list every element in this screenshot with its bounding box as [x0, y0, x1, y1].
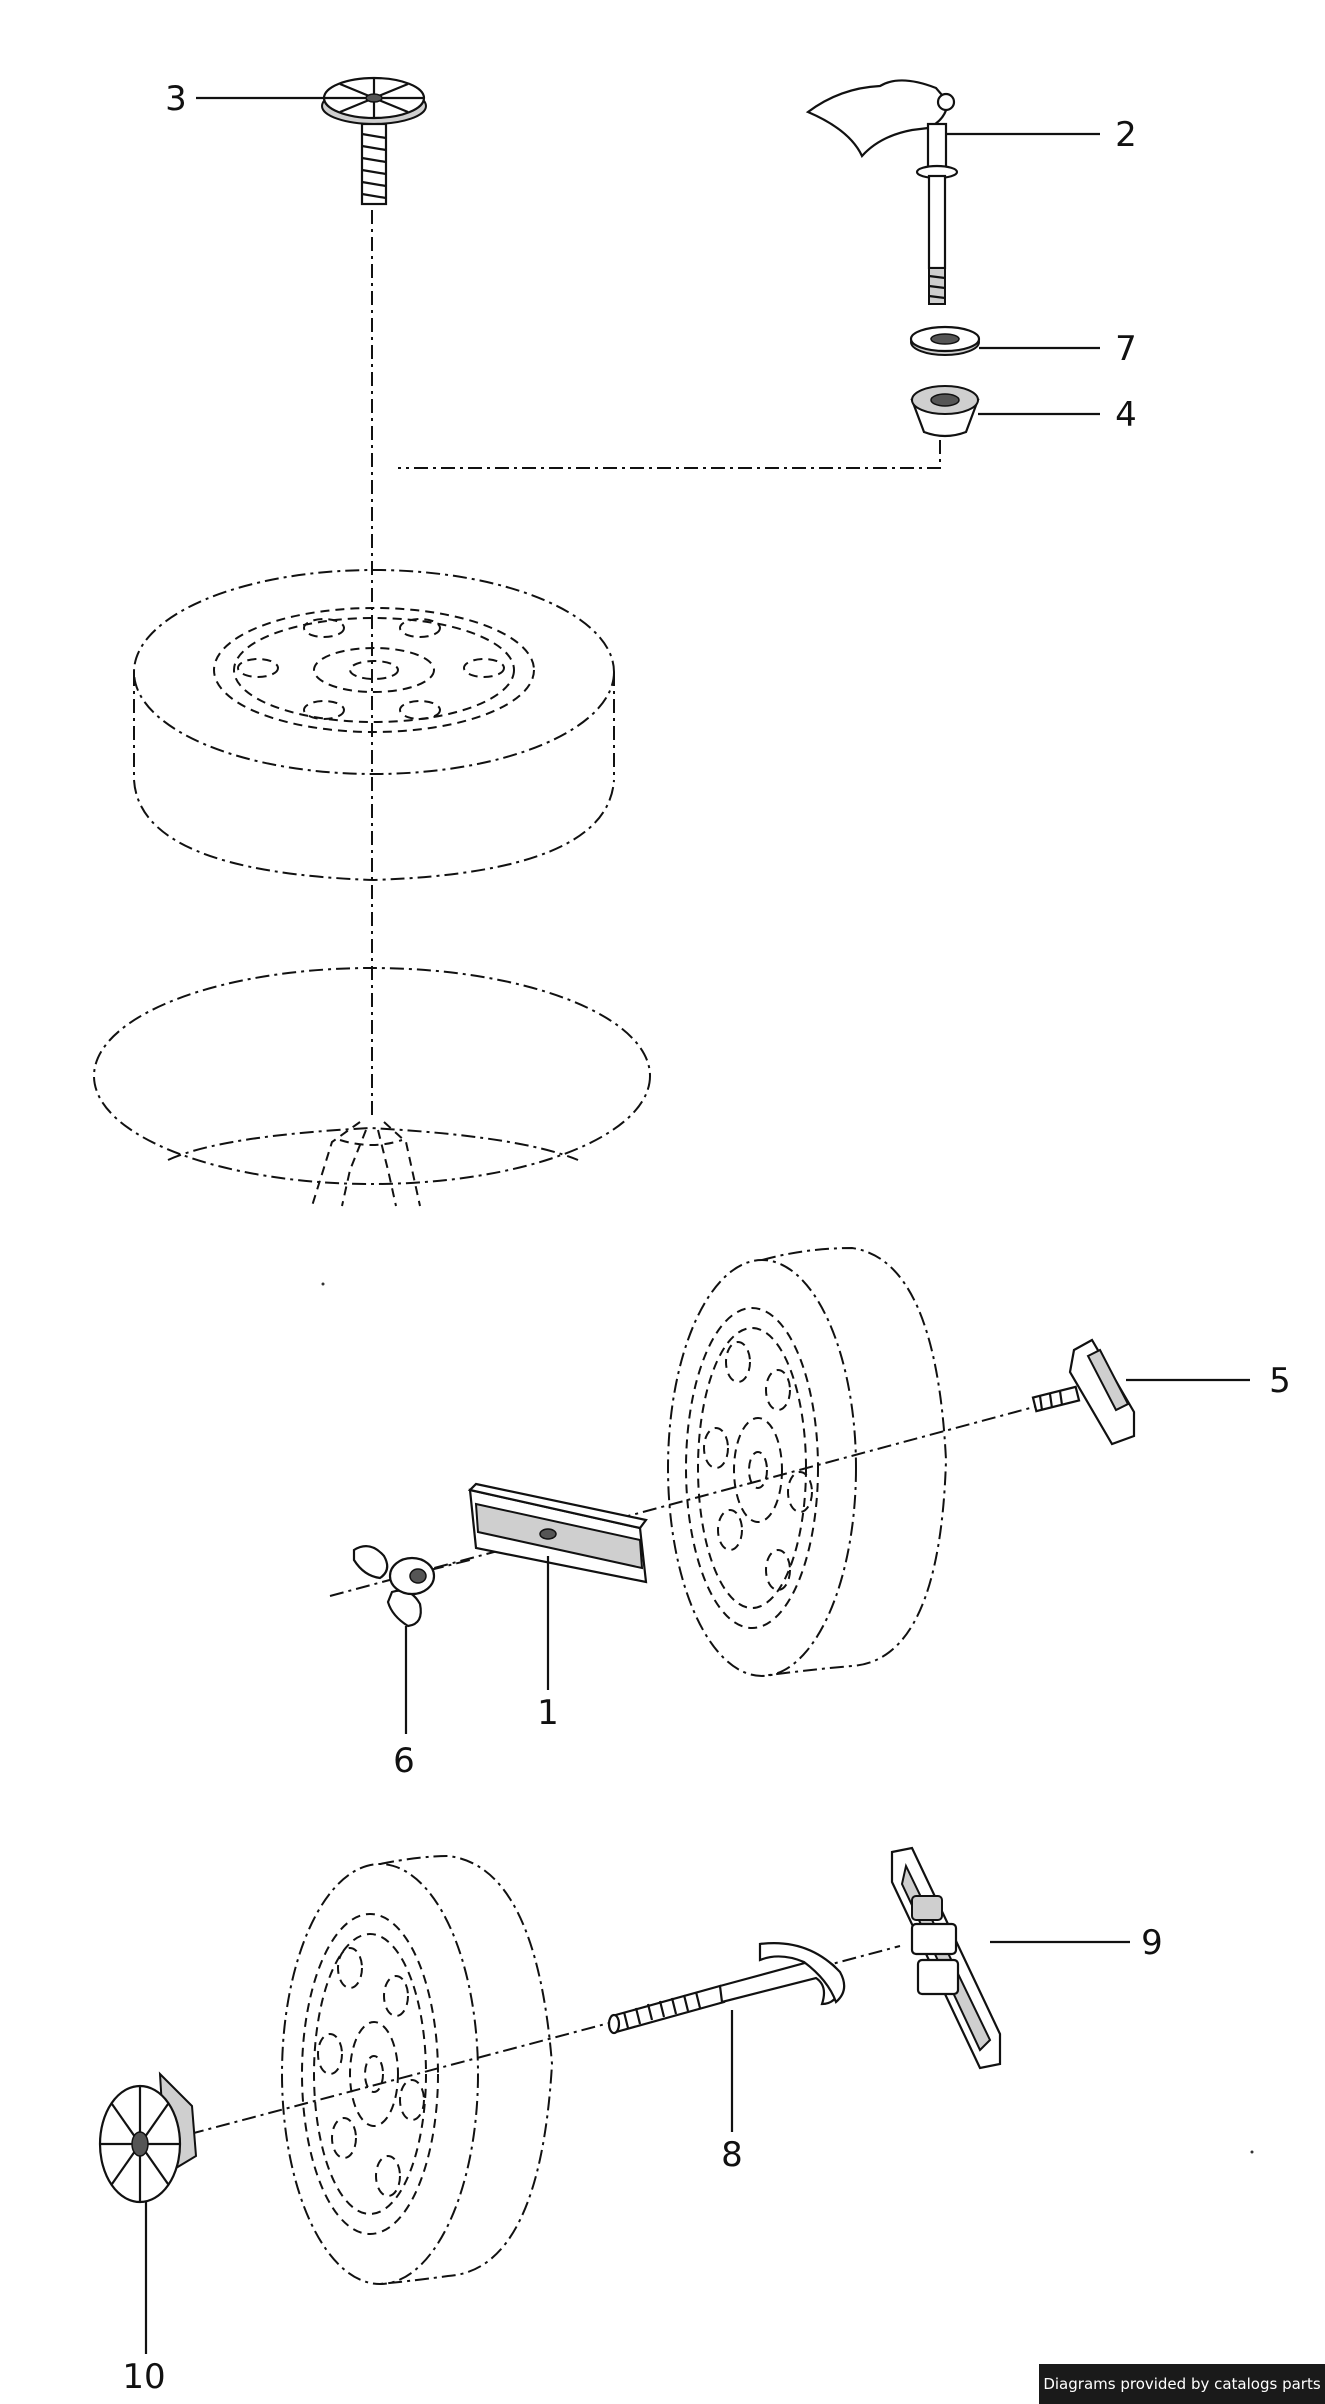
callout-2: 2 [1115, 115, 1137, 155]
part-2-wing-bolt [805, 79, 959, 305]
part-9-rail [890, 1846, 1002, 2070]
part-8-hook-bolt [607, 1942, 846, 2035]
callout-6: 6 [393, 1741, 415, 1781]
spare-wheel-horizontal [133, 569, 615, 882]
part-5-t-bolt [1031, 1338, 1136, 1446]
part-1-channel [467, 1482, 648, 1584]
spare-wheel-well [93, 967, 651, 1207]
spare-wheel-upright-bottom [281, 1854, 554, 2285]
part-3-knob [321, 76, 427, 206]
part-7-washer [909, 325, 981, 356]
callout-9: 9 [1141, 1923, 1163, 1963]
callout-5: 5 [1269, 1361, 1291, 1401]
part-4-cone-nut [910, 385, 980, 438]
spare-wheel-upright-middle [667, 1246, 948, 1677]
callout-1: 1 [537, 1693, 559, 1733]
callout-10: 10 [122, 2357, 165, 2397]
callout-8: 8 [721, 2135, 743, 2175]
callout-4: 4 [1115, 395, 1137, 435]
credit-badge: Diagrams provided by catalogs parts [1039, 2364, 1325, 2404]
part-6-wing-nut [352, 1545, 436, 1628]
callout-7: 7 [1115, 329, 1137, 369]
callout-3: 3 [165, 79, 187, 119]
part-10-knob [98, 2071, 198, 2204]
